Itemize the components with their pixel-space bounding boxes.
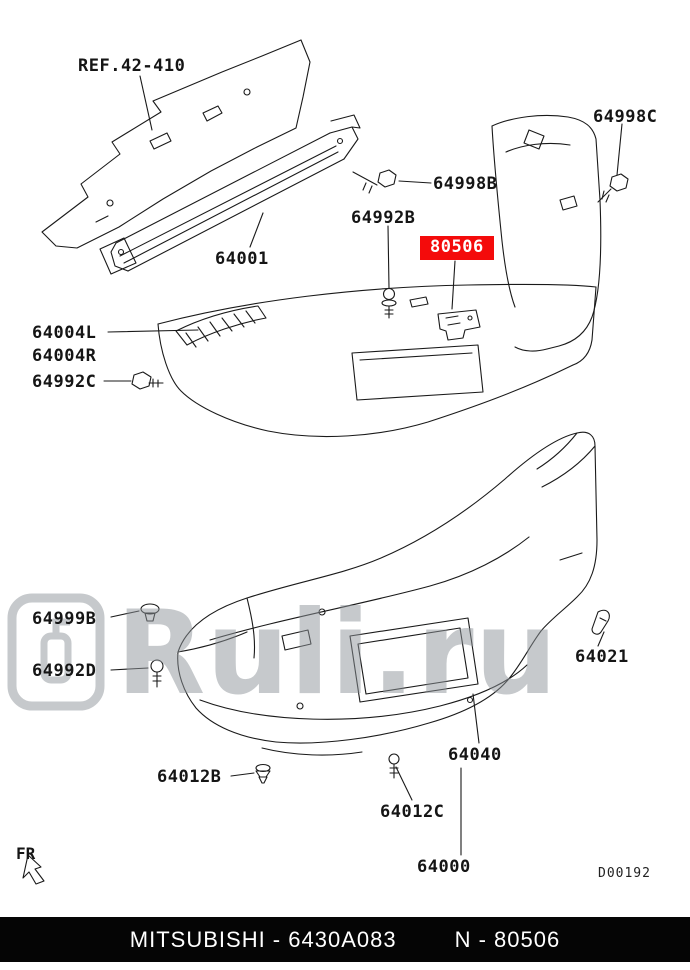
label-64004l: 64004L xyxy=(32,323,97,343)
label-64992c: 64992C xyxy=(32,372,97,392)
label-64998c: 64998C xyxy=(593,107,658,127)
drawing-code: D00192 xyxy=(598,866,651,881)
label-ref-42-410: REF.42-410 xyxy=(78,56,186,76)
footer-brand-part-code: MITSUBISHI - 6430A083 xyxy=(129,926,397,952)
label-64000: 64000 xyxy=(417,857,471,877)
label-64999b: 64999B xyxy=(32,609,97,629)
fr-direction-label: FR xyxy=(16,844,36,863)
label-64012c: 64012C xyxy=(380,802,445,822)
label-64012b: 64012B xyxy=(157,767,222,787)
label-64021: 64021 xyxy=(575,647,629,667)
label-80506: 80506 xyxy=(420,236,494,260)
label-64001: 64001 xyxy=(215,249,269,269)
label-64992d: 64992D xyxy=(32,661,97,681)
label-64992b: 64992B xyxy=(351,208,416,228)
label-64004r: 64004R xyxy=(32,346,97,366)
footer-bar: MITSUBISHI - 6430A083 N - 80506 xyxy=(0,917,690,962)
label-64998b: 64998B xyxy=(433,174,498,194)
label-64040: 64040 xyxy=(448,745,502,765)
footer-part-number: N - 80506 xyxy=(454,926,561,952)
